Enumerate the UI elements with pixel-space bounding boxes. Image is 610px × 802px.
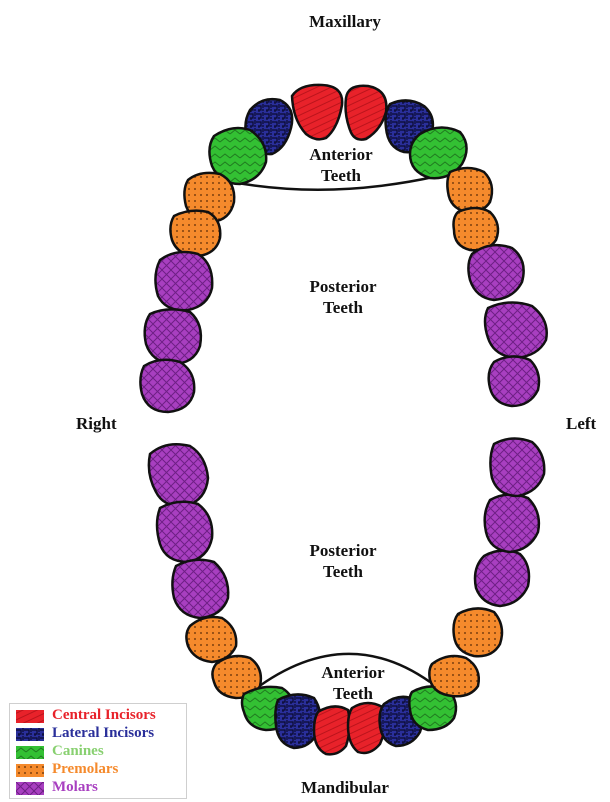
tooth-molar-upper-right-2 [143, 308, 203, 366]
tooth-premolar-lower-right-1 [185, 615, 238, 664]
upper-anterior-line-2: Teeth [321, 166, 361, 185]
canines-swatch [16, 746, 44, 759]
premolars-swatch [16, 764, 44, 777]
lower-anterior-line-1: Anterior [321, 663, 385, 682]
tooth-molar-lower-left-1 [473, 549, 531, 608]
upper-anterior-line-1: Anterior [309, 145, 373, 164]
tooth-canine-upper-right [208, 126, 268, 186]
tooth-molar-lower-right-2 [155, 500, 214, 564]
tooth-molar-lower-right-3 [171, 558, 230, 620]
tooth-molar-upper-right-1 [154, 250, 214, 312]
lower-anterior-line-2: Teeth [333, 684, 373, 703]
legend: Central Incisors Lateral Incisors Canine… [9, 703, 187, 799]
tooth-central-incisor-upper-left [344, 84, 388, 141]
tooth-lateral-incisor-lower-right [274, 693, 322, 750]
tooth-molar-upper-right-3 [139, 358, 196, 414]
legend-label: Molars [52, 779, 98, 795]
right-side-label: Right [76, 414, 117, 433]
tooth-central-incisor-lower-right [312, 705, 351, 756]
lower-arch-curve [253, 652, 431, 692]
tooth-molar-lower-left-2 [483, 493, 541, 554]
mandibular-label: Mandibular [301, 778, 389, 797]
tooth-molar-upper-left-2 [483, 301, 548, 360]
tooth-premolar-lower-left-2 [452, 607, 504, 658]
legend-label: Lateral Incisors [52, 725, 155, 741]
upper-posterior-line-2: Teeth [323, 298, 363, 317]
upper-posterior-line-1: Posterior [309, 277, 377, 296]
legend-label: Canines [52, 743, 104, 759]
upper-anterior-teeth-label: Anterior Teeth [288, 144, 394, 186]
molars-swatch [16, 782, 44, 795]
tooth-premolar-lower-left-1 [428, 654, 480, 698]
tooth-molar-lower-left-3 [489, 437, 546, 498]
lower-posterior-line-2: Teeth [323, 562, 363, 581]
legend-label: Premolars [52, 761, 119, 777]
tooth-premolar-upper-right-2 [169, 209, 222, 258]
lower-posterior-line-1: Posterior [309, 541, 377, 560]
mandibular-teeth [147, 437, 546, 756]
tooth-premolar-upper-left-2 [452, 206, 500, 252]
tooth-molar-lower-right-1 [147, 443, 210, 508]
tooth-premolar-upper-left-1 [446, 166, 494, 214]
tooth-central-incisor-upper-right [290, 83, 344, 141]
lower-posterior-teeth-label: Posterior Teeth [280, 540, 406, 582]
lower-anterior-teeth-label: Anterior Teeth [300, 662, 406, 704]
central-incisors-swatch [16, 710, 44, 723]
upper-posterior-teeth-label: Posterior Teeth [280, 276, 406, 318]
upper-arch-curve [231, 174, 439, 191]
lateral-incisors-swatch [16, 728, 44, 741]
maxillary-teeth [139, 83, 548, 414]
tooth-molar-upper-left-3 [487, 355, 541, 408]
legend-label: Central Incisors [52, 707, 156, 723]
tooth-molar-upper-left-1 [467, 243, 525, 302]
left-side-label: Left [566, 414, 597, 433]
maxillary-label: Maxillary [309, 12, 381, 31]
